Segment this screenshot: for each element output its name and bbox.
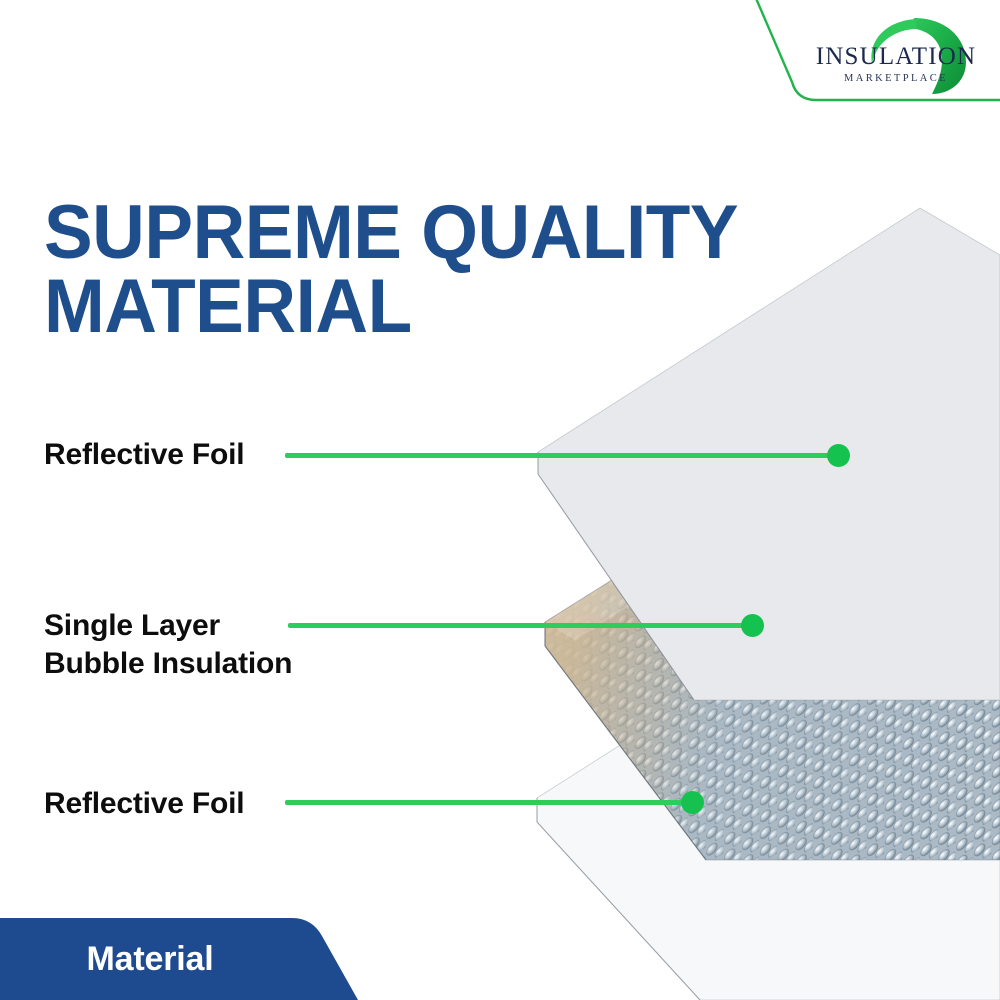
headline-line-2: MATERIAL: [44, 264, 412, 350]
logo-tagline: MARKETPLACE: [844, 73, 948, 84]
leader-line-bubble-core: [288, 623, 756, 628]
leader-line-bottom-foil: [285, 800, 695, 805]
banner-label: Material: [86, 939, 214, 978]
callout-bubble-core-label-2: Bubble Insulation: [44, 647, 293, 680]
leaf-icon: [871, 18, 966, 94]
logo-wordmark: INSULATION: [815, 43, 977, 70]
leader-dot-bottom-foil: [681, 791, 704, 814]
banner-shape: [0, 918, 358, 1000]
brand-logo: INSULATION MARKETPLACE: [806, 16, 996, 96]
callout-bubble-core-label-1: Single Layer: [44, 609, 221, 642]
bottom-banner: Material: [0, 918, 360, 1000]
headline-line-1: SUPREME QUALITY: [44, 189, 739, 275]
callout-bottom-foil-label: Reflective Foil: [44, 787, 245, 820]
leader-line-top-foil: [285, 453, 841, 458]
page-title: SUPREME QUALITY MATERIAL: [44, 189, 739, 350]
leader-dot-top-foil: [827, 444, 850, 467]
callout-top-foil-label: Reflective Foil: [44, 438, 245, 471]
leader-dot-bubble-core: [741, 614, 764, 637]
